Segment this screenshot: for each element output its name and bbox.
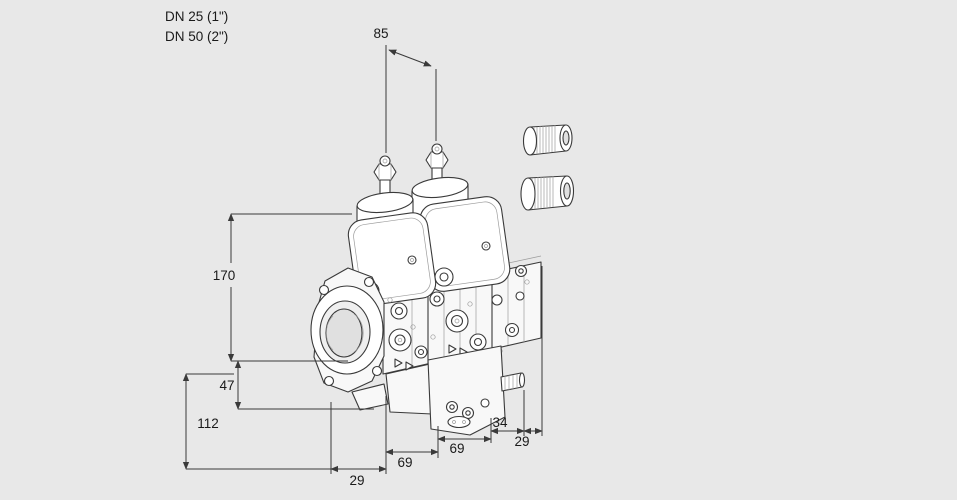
flow-arrow-icon: [448, 344, 457, 354]
dimension-label-47: 47: [219, 378, 234, 393]
dimension-label-112: 112: [197, 416, 219, 431]
dimension-label-34: 34: [492, 415, 508, 430]
size-labels: DN 25 (1") DN 50 (2"): [165, 9, 228, 44]
flange-port: [310, 267, 385, 393]
dimension-34: 34: [490, 390, 525, 436]
size-label-dn25: DN 25 (1"): [165, 9, 228, 24]
bottom-regulator-block: [427, 345, 526, 436]
dimension-69-right: 69: [437, 418, 492, 456]
dimension-29-right: 29: [514, 266, 543, 449]
dimension-85: 85: [373, 26, 437, 153]
dimension-label-170: 170: [213, 268, 236, 283]
dimension-112: 112: [182, 373, 331, 470]
dimension-170: 170: [213, 213, 352, 362]
dimension-label-69-right: 69: [449, 441, 464, 456]
valve-assembly: [310, 124, 575, 436]
dimension-label-29-bottom: 29: [349, 473, 364, 488]
flow-arrow-icon: [405, 361, 414, 371]
dimension-47: 47: [219, 360, 374, 410]
flow-arrow-icon: [394, 358, 403, 368]
body-ports: [387, 264, 530, 371]
solenoid-actuator-right: [411, 143, 511, 292]
adapter-fitting-top: [522, 124, 573, 156]
dimension-69-left: 69: [385, 426, 439, 470]
size-label-dn50: DN 50 (2"): [165, 29, 228, 44]
dimension-label-29-right: 29: [514, 434, 529, 449]
adapter-fitting-bottom: [520, 175, 575, 211]
dimension-label-85: 85: [373, 26, 388, 41]
dimension-label-69-left: 69: [397, 455, 412, 470]
dimension-29-bottom: 29: [330, 396, 387, 488]
